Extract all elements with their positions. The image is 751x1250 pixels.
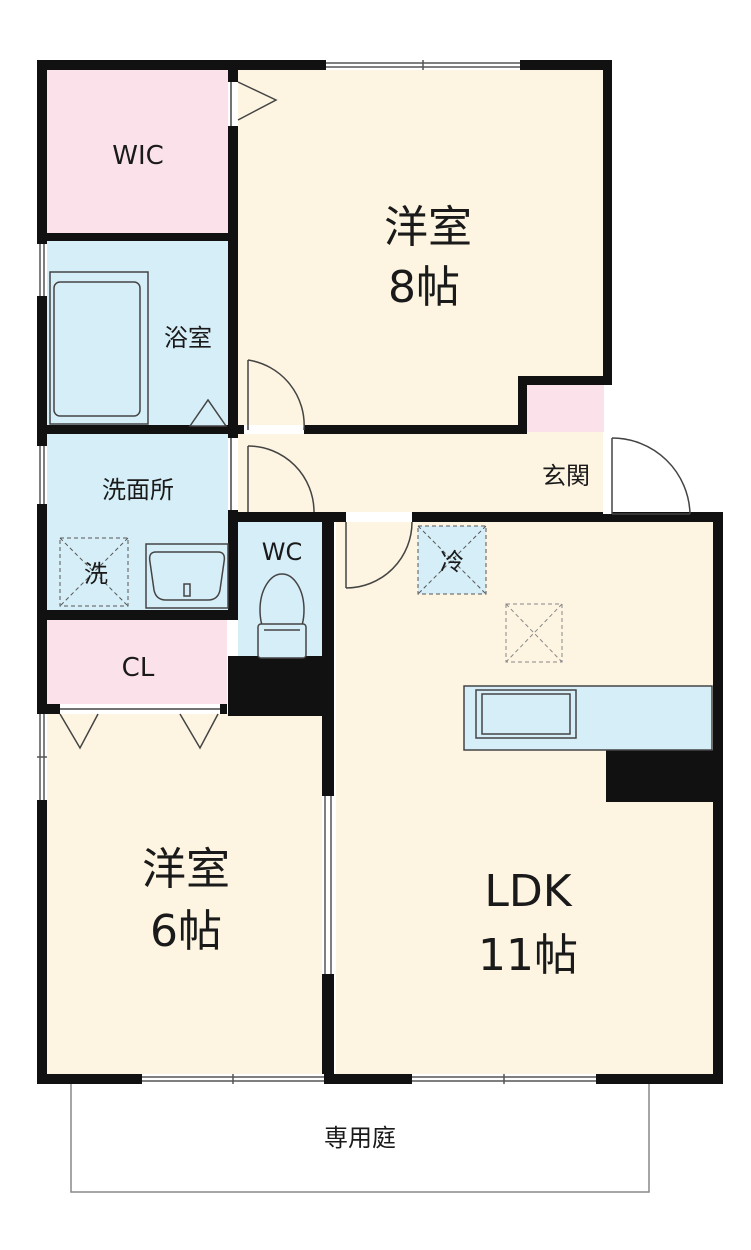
washbasin (145, 543, 229, 609)
closet-room (43, 620, 227, 708)
ceiling-storage (505, 603, 563, 663)
bedroom-8-name: 洋室 (384, 202, 472, 253)
doors (49, 81, 691, 750)
ldk-size: 11帖 (478, 930, 578, 981)
fridge-space (417, 525, 487, 595)
bath-label: 浴室 (164, 324, 212, 352)
entrance-floor (526, 384, 604, 432)
wic-room (43, 66, 233, 236)
hallway (236, 430, 526, 514)
windows (37, 60, 596, 1084)
washer-space (59, 537, 129, 607)
toilet-fixture (257, 573, 307, 659)
bedroom-8-size: 8帖 (388, 262, 460, 313)
bedroom-6-room (43, 712, 327, 1076)
bedroom-6-name: 洋室 (142, 844, 230, 895)
toilet-label: WC (262, 538, 303, 566)
fridge-label: 冷 (440, 548, 464, 576)
ldk-name: LDK (484, 866, 572, 917)
garden-label: 専用庭 (324, 1124, 396, 1152)
bedroom-8-room (236, 66, 604, 426)
entrance-room (526, 432, 604, 514)
bedroom-6-size: 6帖 (150, 906, 222, 957)
washroom-label: 洗面所 (102, 476, 174, 504)
garden-outline (70, 1081, 650, 1193)
wic-label: WIC (112, 141, 164, 171)
washer-label: 洗 (84, 560, 108, 588)
closet-label: CL (122, 653, 155, 683)
entrance-label: 玄関 (542, 462, 590, 490)
kitchen-counter (463, 685, 713, 751)
